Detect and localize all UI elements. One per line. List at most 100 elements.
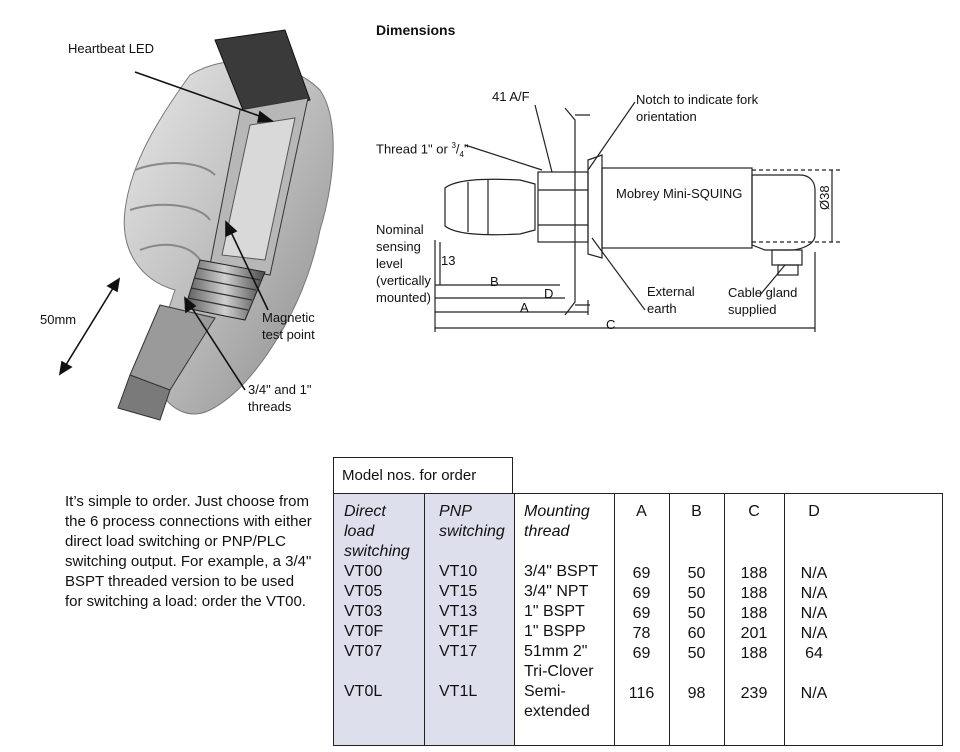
dimension-drawing xyxy=(434,101,840,332)
col-direct: Direct load switching xyxy=(344,502,410,562)
table-cell-direct: VT05 xyxy=(344,583,383,600)
col-b: B xyxy=(691,503,702,520)
table-cell-a: 78 xyxy=(632,625,651,642)
dim-a-label: A xyxy=(520,300,529,315)
table-cell-a: 69 xyxy=(632,645,651,662)
table-cell-direct: VT0F xyxy=(344,623,384,640)
table-grid: Direct load switching PNP switching Moun… xyxy=(333,493,943,746)
thread-frac-den: 4 xyxy=(459,149,464,159)
thread-frac-num: 3 xyxy=(451,141,456,150)
threads-label: 3/4" and 1" threads xyxy=(248,381,311,415)
table-cell-d: N/A xyxy=(800,585,828,602)
col-direct-l1: Direct xyxy=(344,503,386,520)
table-cell-mount: 3/4" BSPT xyxy=(524,563,599,580)
order-intro-text: It’s simple to order. Just choose from t… xyxy=(65,493,312,610)
col-direct-l2: load xyxy=(344,523,375,540)
table-cell-d: N/A xyxy=(800,685,828,702)
length-label: 50mm xyxy=(40,312,77,327)
table-cell-mount: Tri-Clover xyxy=(524,663,594,680)
col-c: C xyxy=(748,503,760,520)
nominal-line-5: mounted) xyxy=(376,290,431,305)
table-cell-mount: 3/4" NPT xyxy=(524,583,589,600)
table-cell-c: 201 xyxy=(740,625,768,642)
table-cell-c: 239 xyxy=(740,685,768,702)
table-cell-b: 50 xyxy=(687,645,706,662)
col-direct-l3: switching xyxy=(344,543,410,560)
col-pnp-l2: switching xyxy=(439,523,505,540)
dim-c-label: C xyxy=(606,317,616,332)
table-cell-c: 188 xyxy=(740,565,768,582)
col-pnp-l1: PNP xyxy=(439,503,472,520)
table-cell-pnp: VT17 xyxy=(439,643,478,660)
col-divider xyxy=(514,494,515,745)
threads-line-1: 3/4" and 1" xyxy=(248,382,312,397)
table-cell-c: 188 xyxy=(740,585,768,602)
magnetic-line-1: Magnetic xyxy=(262,310,315,325)
gland-line-2: supplied xyxy=(728,302,777,317)
table-cell-d: N/A xyxy=(800,565,828,582)
table-cell-a: 69 xyxy=(632,605,651,622)
table-cell-c: 188 xyxy=(740,645,768,662)
thread-text: Thread 1" or xyxy=(376,141,452,157)
col-mounting-l2: thread xyxy=(524,523,570,540)
table-cell-pnp: VT1F xyxy=(439,623,479,640)
table-cell-mount: Semi- xyxy=(524,683,566,700)
nominal-line-3: level xyxy=(376,256,403,271)
nominal-line-1: Nominal xyxy=(376,222,424,237)
table-cell-b: 60 xyxy=(687,625,706,642)
table-cell-pnp: VT10 xyxy=(439,563,478,580)
notch-label: Notch to indicate fork orientation xyxy=(636,91,758,125)
magnetic-test-point-label: Magnetic test point xyxy=(262,309,315,343)
dim-13-label: 13 xyxy=(441,253,456,268)
across-flats-label: 41 A/F xyxy=(492,89,530,104)
heartbeat-led-label: Heartbeat LED xyxy=(68,41,154,56)
gland-line-1: Cable gland xyxy=(728,285,798,300)
earth-line-1: External xyxy=(647,284,695,299)
table-cell-pnp: VT15 xyxy=(439,583,478,600)
model-order-table: Model nos. for order Direct load switchi… xyxy=(333,457,943,747)
col-mounting: Mounting thread xyxy=(524,502,590,542)
table-cell-direct: VT03 xyxy=(344,603,383,620)
dim-d-label: D xyxy=(544,286,554,301)
table-cell-direct: VT0L xyxy=(344,683,383,700)
table-cell-a: 116 xyxy=(628,685,655,702)
table-header: Model nos. for order xyxy=(333,457,513,493)
dimensions-title: Dimensions xyxy=(376,22,456,38)
col-divider xyxy=(669,494,670,745)
nominal-line-4: (vertically xyxy=(376,273,431,288)
magnetic-line-2: test point xyxy=(262,327,315,342)
notch-line-2: orientation xyxy=(636,109,697,124)
table-cell-b: 50 xyxy=(687,605,706,622)
thread-label: Thread 1" or 3/4" xyxy=(376,141,469,159)
diameter-label: Ø38 xyxy=(817,185,832,210)
table-cell-mount: 51mm 2" xyxy=(524,643,588,660)
table-cell-d: N/A xyxy=(800,605,828,622)
thread-tail: " xyxy=(463,141,469,157)
table-cell-d: 64 xyxy=(805,645,823,662)
nominal-line-2: sensing xyxy=(376,239,421,254)
hand-holding-sensor-photo xyxy=(58,29,334,421)
dim-b-label: B xyxy=(490,274,499,289)
col-divider xyxy=(784,494,785,745)
table-cell-mount: 1" BSPP xyxy=(524,623,586,640)
table-cell-c: 188 xyxy=(740,605,768,622)
table-cell-mount: extended xyxy=(524,703,590,720)
product-name-label: Mobrey Mini-SQUING xyxy=(616,186,743,201)
external-earth-label: External earth xyxy=(647,283,695,317)
table-cell-pnp: VT13 xyxy=(439,603,478,620)
table-cell-d: N/A xyxy=(800,625,828,642)
col-pnp: PNP switching xyxy=(439,502,505,542)
table-cell-a: 69 xyxy=(632,585,651,602)
col-a: A xyxy=(636,503,647,520)
col-divider xyxy=(424,494,425,745)
threads-line-2: threads xyxy=(248,399,292,414)
table-cell-a: 69 xyxy=(632,565,651,582)
col-divider xyxy=(614,494,615,745)
table-cell-b: 50 xyxy=(687,585,706,602)
notch-line-1: Notch to indicate fork xyxy=(636,92,759,107)
table-cell-direct: VT07 xyxy=(344,643,383,660)
table-cell-b: 50 xyxy=(687,565,706,582)
table-cell-pnp: VT1L xyxy=(439,683,478,700)
col-mounting-l1: Mounting xyxy=(524,503,590,520)
table-cell-direct: VT00 xyxy=(344,563,383,580)
